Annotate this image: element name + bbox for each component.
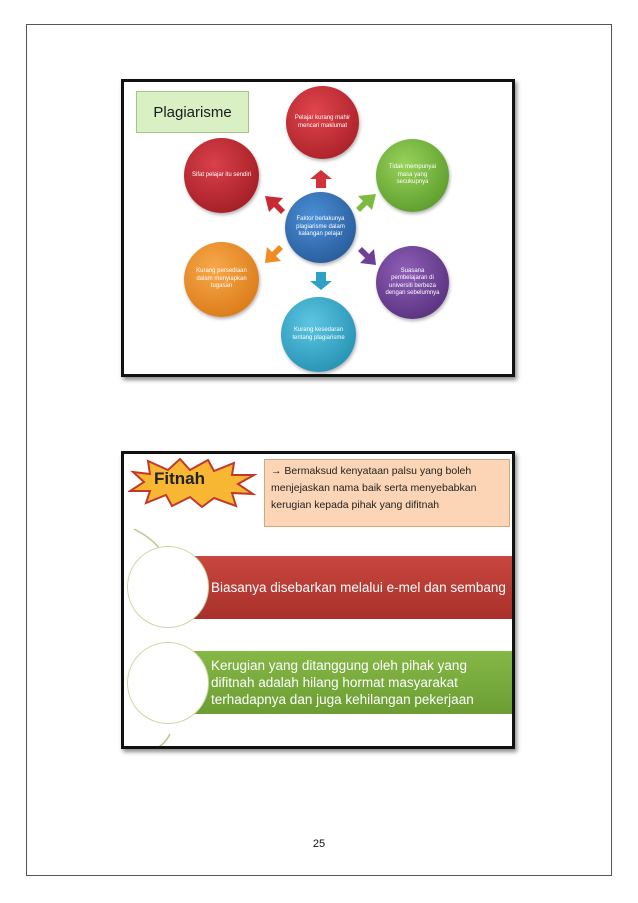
center-circle: Faktor berlakunya plagiarisme dalam kala… bbox=[285, 192, 356, 263]
factor-circle-top: Pelajar kurang mahir mencari maklumat bbox=[286, 86, 359, 159]
arrow-lower-left-icon bbox=[265, 245, 283, 263]
arrow-lower-right-icon bbox=[358, 247, 376, 265]
factor-label: Kurang persediaan dalam menyiapkan tugas… bbox=[196, 268, 247, 290]
point-text: Kerugian yang ditanggung oleh pihak yang… bbox=[211, 658, 474, 707]
factor-circle-upper-right: Tidak mempunyai masa yang secukupnya bbox=[376, 139, 449, 212]
slide-plagiarisme: Plagiarisme Faktor berlakunya plagiarism… bbox=[121, 79, 515, 377]
factor-circle-bottom: Kurang kesedaran tentang plagiarisme bbox=[281, 297, 356, 372]
factor-label: Suasana pembelajaran di universiti berbe… bbox=[385, 267, 440, 297]
arrow-upper-right-icon bbox=[356, 194, 376, 212]
arrow-upper-left-icon bbox=[265, 196, 285, 214]
point-ring-1 bbox=[127, 546, 209, 628]
center-label: Faktor berlakunya plagiarisme dalam kala… bbox=[296, 216, 345, 238]
point-band-red: Biasanya disebarkan melalui e-mel dan se… bbox=[179, 556, 512, 619]
factor-label: Pelajar kurang mahir mencari maklumat bbox=[294, 115, 351, 129]
factor-circle-lower-right: Suasana pembelajaran di universiti berbe… bbox=[376, 246, 449, 319]
arrow-up-icon bbox=[310, 170, 332, 188]
slide-title: Plagiarisme bbox=[136, 91, 249, 133]
factor-label: Tidak mempunyai masa yang secukupnya bbox=[388, 164, 437, 186]
arrow-down-icon bbox=[310, 272, 332, 290]
slide-fitnah: Fitnah → Bermaksud kenyataan palsu yang … bbox=[121, 451, 515, 749]
page-number: 25 bbox=[312, 838, 326, 850]
slide-title: Fitnah bbox=[154, 469, 205, 488]
page-frame bbox=[26, 24, 612, 876]
point-ring-2 bbox=[127, 642, 209, 724]
point-text: Biasanya disebarkan melalui e-mel dan se… bbox=[211, 580, 506, 595]
point-band-green: Kerugian yang ditanggung oleh pihak yang… bbox=[179, 651, 512, 714]
starburst-shape bbox=[128, 458, 258, 508]
factor-label: Sifat pelajar itu sendiri bbox=[191, 171, 252, 178]
factor-circle-lower-left: Kurang persediaan dalam menyiapkan tugas… bbox=[184, 242, 259, 317]
factor-circle-upper-left: Sifat pelajar itu sendiri bbox=[184, 138, 259, 213]
definition-box: → Bermaksud kenyataan palsu yang boleh m… bbox=[264, 459, 510, 527]
factor-label: Kurang kesedaran tentang plagiarisme bbox=[292, 327, 345, 341]
